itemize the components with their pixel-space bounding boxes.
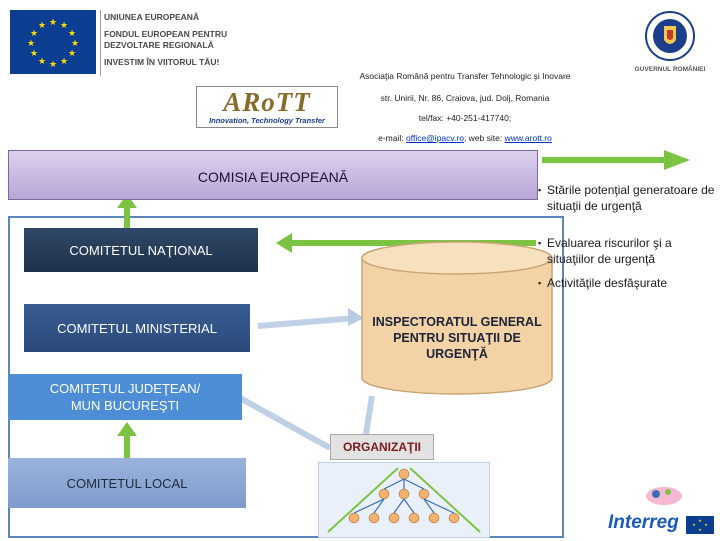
svg-text:★: ★ [60, 57, 68, 67]
svg-text:★: ★ [38, 57, 46, 67]
isu-line-1: INSPECTORATUL GENERAL [372, 315, 542, 329]
bullet-item: Stările potenţial generatoare de situaţi… [538, 182, 718, 214]
association-address: str. Unirii, Nr. 86, Craiova, jud. Dolj,… [380, 93, 550, 103]
svg-text:★: ★ [692, 522, 696, 527]
comitetul-judetean-box: COMITETUL JUDEŢEAN/ MUN BUCUREŞTI [8, 374, 242, 420]
organizatii-label: ORGANIZAŢII [343, 440, 421, 454]
bullet-list: Stările potenţial generatoare de situaţi… [538, 182, 718, 291]
interreg-graphic-icon: ★★★★ [646, 487, 714, 534]
organization-pyramid-icon [318, 462, 490, 538]
arott-logo-text: ARoTT [223, 87, 311, 117]
gov-crest-icon [645, 11, 695, 61]
eu-line-2: FONDUL EUROPEAN PENTRU [104, 29, 228, 39]
eu-line-3: DEZVOLTARE REGIONALĂ [104, 40, 214, 50]
comitetul-local-box: COMITETUL LOCAL [8, 458, 246, 508]
svg-text:★: ★ [49, 18, 57, 28]
svg-text:★: ★ [49, 60, 57, 70]
eu-line-4: INVESTIM ÎN VIITORUL TĂU! [104, 57, 220, 67]
isu-cylinder [361, 241, 553, 395]
svg-text:★: ★ [30, 49, 38, 59]
eu-stars-icon: ★★★ ★★★ ★★★ ★★★ [27, 18, 79, 70]
judetean-line-1: COMITETUL JUDEŢEAN/ [49, 381, 201, 396]
national-label: COMITETUL NAŢIONAL [69, 242, 213, 258]
arrow-local-to-judetean [117, 422, 137, 458]
svg-text:★: ★ [38, 21, 46, 31]
svg-text:★: ★ [704, 522, 708, 527]
organizatii-box: ORGANIZAŢII [330, 434, 434, 460]
bullet-item: Activităţile desfăşurate [538, 275, 718, 291]
svg-text:★: ★ [68, 49, 76, 59]
isu-label: INSPECTORATUL GENERAL PENTRU SITUAŢII DE… [360, 314, 554, 362]
arrow-to-national [276, 233, 536, 253]
comisia-europeana-box: COMISIA EUROPEANĂ [8, 150, 538, 200]
ministerial-label: COMITETUL MINISTERIAL [57, 320, 217, 336]
eu-fund-text: UNIUNEA EUROPEANĂ FONDUL EUROPEAN PENTRU… [104, 12, 254, 68]
svg-text:★: ★ [698, 518, 702, 523]
svg-text:★: ★ [27, 39, 35, 49]
local-label: COMITETUL LOCAL [66, 475, 188, 491]
header-divider [100, 10, 101, 76]
svg-text:★: ★ [60, 21, 68, 31]
bullet-item: Evaluarea riscurilor şi a situaţiilor de… [538, 235, 718, 267]
comitetul-ministerial-box: COMITETUL MINISTERIAL [24, 304, 250, 352]
arott-logo: ARoTT Innovation, Technology Transfer [196, 86, 338, 128]
email-link[interactable]: office@ipacv.ro [406, 133, 464, 143]
interreg-logo: ★★★★ Interreg [604, 478, 716, 536]
svg-text:★: ★ [30, 29, 38, 39]
svg-text:★: ★ [68, 29, 76, 39]
eu-line-1: UNIUNEA EUROPEANĂ [104, 12, 200, 22]
isu-line-3: URGENŢĂ [426, 347, 488, 361]
svg-text:★: ★ [698, 527, 702, 532]
web-label: ; web site: [463, 133, 503, 143]
arrow-national-to-comisia [117, 194, 137, 228]
arott-tagline: Innovation, Technology Transfer [209, 116, 325, 125]
isu-line-2: PENTRU SITUAŢII DE [393, 331, 521, 345]
website-link[interactable]: www.arott.ro [504, 133, 552, 143]
association-contact: e-mail: office@ipacv.ro; web site: www.a… [250, 133, 680, 143]
comitetul-national-box: COMITETUL NAŢIONAL [24, 228, 258, 272]
svg-text:★: ★ [71, 39, 79, 49]
gov-text: GUVERNUL ROMÂNIEI [634, 66, 706, 73]
arrow-top-right [542, 150, 690, 170]
eu-flag-logo: ★★★ ★★★ ★★★ ★★★ [10, 10, 96, 74]
email-label: e-mail: [378, 133, 404, 143]
interreg-text: Interreg [608, 512, 679, 533]
association-name: Asociaţia Română pentru Transfer Tehnolo… [359, 71, 571, 81]
judetean-line-2: MUN BUCUREŞTI [70, 398, 180, 413]
isu-connectors [238, 315, 375, 451]
association-phone: tel/fax: +40-251-417740; [418, 113, 512, 123]
comisia-label: COMISIA EUROPEANĂ [197, 169, 349, 185]
